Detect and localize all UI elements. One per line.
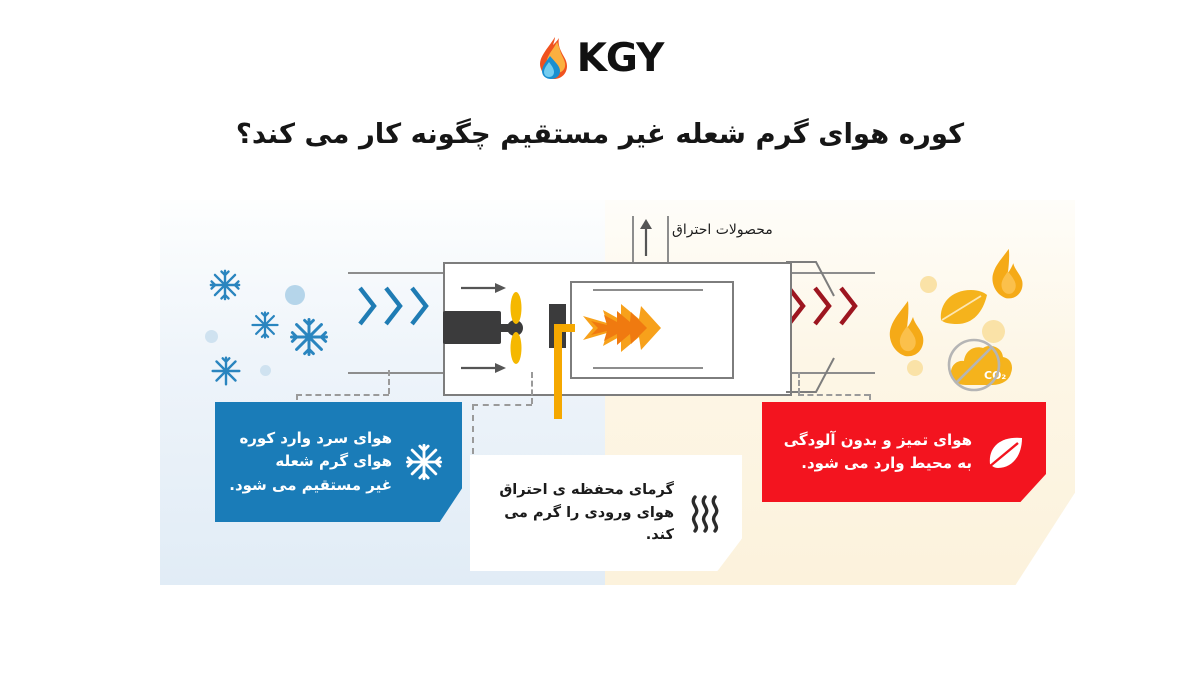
snowflake-icon [211,356,241,386]
flame-droplet-icon [539,37,567,79]
chamber-notch-top [593,289,703,291]
heat-dot [982,320,1005,343]
callout-line: به محیط وارد می شود. [801,454,972,472]
callout-line: هوای تمیز و بدون آلودگی [783,430,972,449]
cold-airflow-arrows [356,283,430,329]
callout-cold-air-inlet[interactable]: هوای سرد وارد کوره هوای گرم شعله غیر مست… [215,402,462,522]
chevron-right-icon [410,286,429,326]
fan-blade-icon [510,292,522,364]
callout-clean-air-output[interactable]: هوای تمیز و بدون آلودگی به محیط وارد می … [762,402,1046,502]
callout-line: گرمای محفظه ی احتراق [499,482,674,499]
connector-mid-vertical-b [472,404,474,454]
leaf-icon [940,290,987,324]
chevron-right-icon [839,286,858,326]
connector-hot-vertical-a [798,372,800,394]
page-title: کوره هوای گرم شعله غیر مستقیم چگونه کار … [235,118,965,150]
exhaust-label: محصولات احتراق [672,222,773,238]
callout-combustion-chamber-heat[interactable]: گرمای محفظه ی احتراق هوای ورودی را گرم م… [470,455,742,571]
snowflake-icon [251,311,279,339]
callout-line: هوای گرم شعله [275,452,392,471]
heat-dot [920,276,937,293]
brand-name: KGY [576,35,665,81]
snowflake-icon [209,269,241,301]
svg-text:CO₂: CO₂ [984,369,1006,382]
exhaust-stack-left [632,216,634,262]
cold-duct-top-rail [348,272,458,274]
snow-dot [205,330,218,343]
leaf-icon [984,430,1028,474]
chevron-right-icon [358,286,377,326]
motor-shaft-icon [498,320,523,336]
callout-line: هوای ورودی را گرم می کند. [504,504,674,544]
connector-cold-horizontal [296,394,389,396]
chevron-right-icon [813,286,832,326]
furnace-assembly [443,216,835,419]
arrow-up-icon [640,219,652,256]
exhaust-stack-right [667,216,669,262]
callout-text: هوای تمیز و بدون آلودگی به محیط وارد می … [784,429,972,476]
snowflake-icon [290,318,328,356]
chevron-right-icon [787,286,806,326]
combustion-flame-icon [583,304,661,352]
callout-line: هوای سرد وارد کوره [239,429,392,448]
hot-duct-bottom-rail [770,372,875,374]
callout-text: هوای سرد وارد کوره هوای گرم شعله غیر مست… [229,427,392,497]
snow-dot [285,285,305,305]
gas-pipe-vertical [554,324,562,419]
hot-airflow-arrows [785,283,859,329]
fan-motor-icon [443,311,501,344]
connector-mid-vertical-a [531,372,533,404]
flame-icon [889,301,924,357]
arrow-right-icon [461,363,506,373]
heat-waves-icon [686,491,724,535]
callout-line: غیر مستقیم می شود. [229,475,392,494]
cold-duct-bottom-rail [348,372,458,374]
chamber-notch-bottom [593,367,703,369]
gas-pipe-elbow [554,324,575,332]
connector-hot-horizontal [798,394,870,396]
exhaust-label-text: محصولات احتراق [672,222,773,238]
outlet-duct-connector [786,261,835,393]
snow-dot [260,365,271,376]
brand-logo: KGY [0,34,1200,82]
connector-cold-vertical-a [388,370,390,394]
connector-mid-horizontal [472,404,532,406]
callout-text: گرمای محفظه ی احتراق هوای ورودی را گرم م… [484,479,674,546]
chevron-right-icon [384,286,403,326]
flame-icon [992,248,1023,299]
no-co2-icon: CO₂ [947,338,1013,392]
heat-dot [907,360,923,376]
snowflake-icon [404,442,444,482]
arrow-right-icon [461,283,506,293]
